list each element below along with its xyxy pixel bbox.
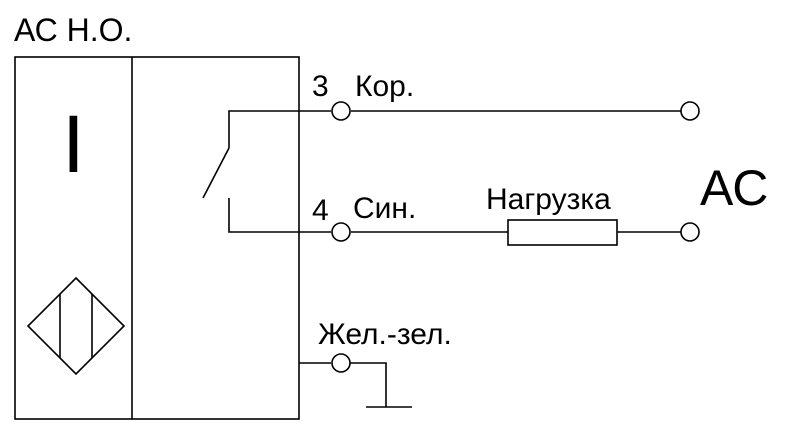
switch-contact xyxy=(202,110,331,233)
sensor-symbol: I xyxy=(62,99,85,190)
ground-label: Жел.-зел. xyxy=(318,318,452,351)
inductive-coil-icon xyxy=(26,276,126,376)
terminal-4-number: 4 xyxy=(312,194,329,227)
load-label: Нагрузка xyxy=(486,183,611,216)
load-resistor xyxy=(507,219,618,246)
terminal-4-label: Син. xyxy=(353,192,416,225)
terminal-3-left xyxy=(331,101,351,121)
terminal-3-number: 3 xyxy=(312,70,329,103)
terminal-4-left xyxy=(331,222,351,242)
supply-label: АС xyxy=(700,160,768,216)
diagram-title: АС Н.О. xyxy=(14,12,132,48)
terminal-4-right xyxy=(680,222,700,242)
terminal-3-right xyxy=(680,101,700,121)
sensor-housing xyxy=(14,56,300,420)
ground-wire xyxy=(350,362,387,407)
ground-terminal xyxy=(331,353,351,373)
terminal-3-label: Кор. xyxy=(355,70,414,103)
